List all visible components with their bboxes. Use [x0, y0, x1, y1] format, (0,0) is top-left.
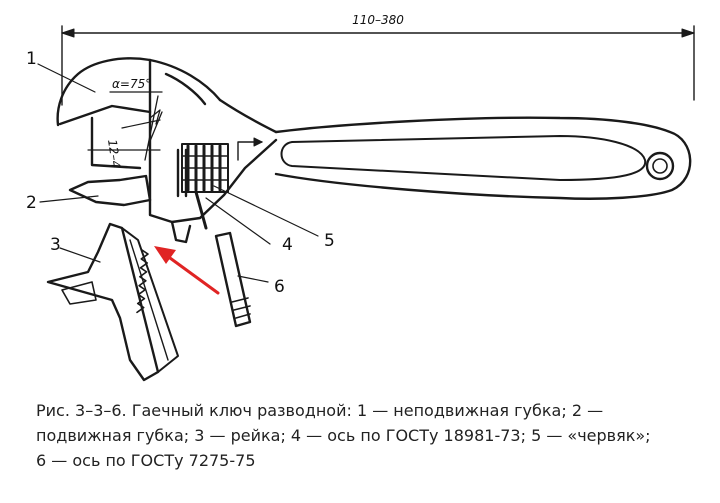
label-4: 4 [282, 235, 293, 255]
movable-jaw [68, 174, 152, 207]
label-1: 1 [26, 49, 37, 69]
dimension-label: 110–380 [352, 13, 404, 27]
caption-line-1: Рис. 3–3–6. Гаечный ключ разводной: 1 — … [36, 401, 604, 420]
leader-lines [37, 63, 319, 283]
wrench-head [148, 110, 278, 224]
hang-hole [645, 151, 675, 181]
label-3: 3 [50, 235, 61, 255]
angle-label: α=75° [112, 77, 151, 91]
rack [46, 222, 179, 382]
caption-line-2: подвижная губка; 3 — рейка; 4 — ось по Г… [36, 426, 651, 445]
wrench-handle [274, 116, 692, 200]
label-6: 6 [274, 277, 285, 297]
wrench-diagram: 110–380 α=75° 12–4 1 2 3 4 5 6 [26, 13, 695, 382]
pin [194, 190, 208, 230]
label-5: 5 [324, 231, 335, 251]
label-2: 2 [26, 193, 37, 213]
fixed-jaw [56, 57, 222, 127]
jaw-opening [90, 116, 142, 170]
axle [214, 231, 252, 328]
caption-line-3: 6 — ось по ГОСТу 7275-75 [36, 451, 256, 470]
dimension-line [61, 25, 695, 106]
small-dimension-label: 12–4 [105, 138, 123, 169]
figure-caption: Рис. 3–3–6. Гаечный ключ разводной: 1 — … [36, 398, 706, 473]
red-arrow [154, 246, 220, 295]
